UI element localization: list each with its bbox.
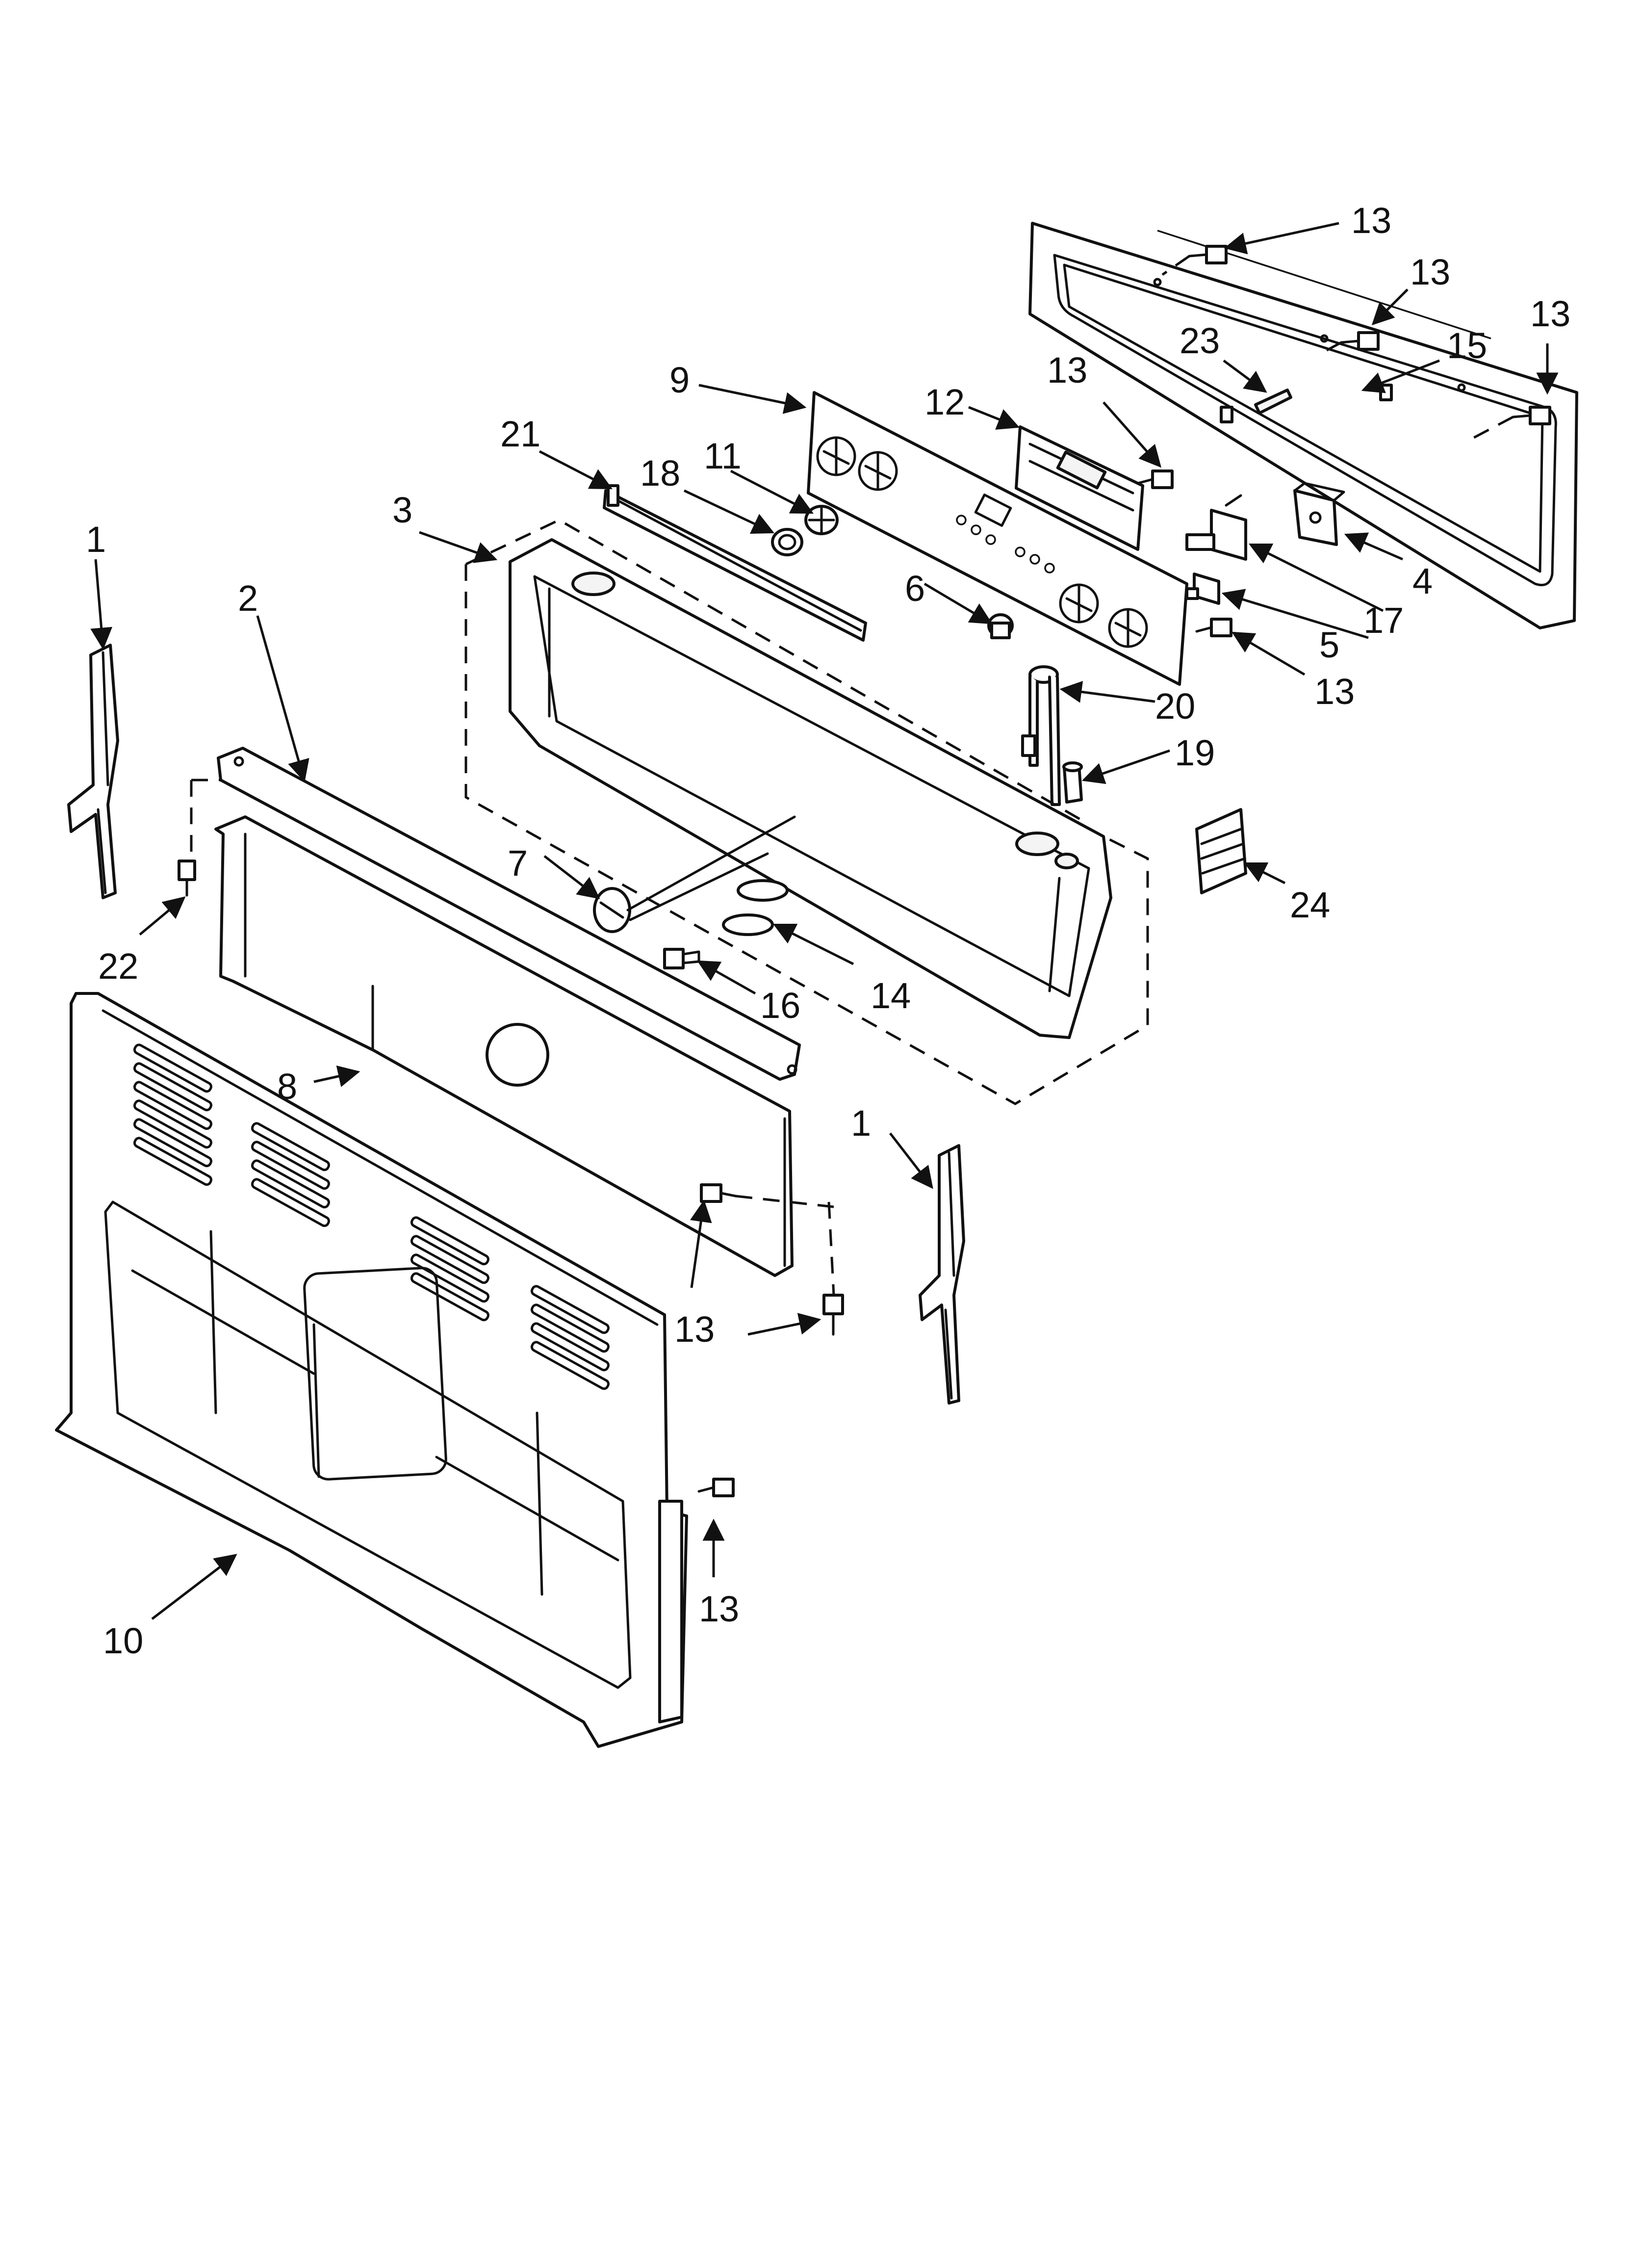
callout-2: 2	[238, 578, 258, 619]
callout-12: 12	[924, 382, 965, 422]
part-5-switch	[1185, 573, 1220, 605]
callout-1: 1	[86, 519, 106, 560]
callout-8: 8	[277, 1066, 297, 1107]
screw-13-top-3	[1512, 406, 1551, 425]
callout-21: 21	[500, 414, 540, 454]
callout-7: 7	[508, 843, 528, 884]
callout-14: 14	[871, 975, 911, 1016]
callout-1: 1	[851, 1103, 871, 1144]
callout-5: 5	[1319, 625, 1339, 665]
callout-13: 13	[1047, 350, 1087, 391]
callout-9: 9	[669, 360, 690, 400]
screw-13-right	[1195, 618, 1232, 637]
callout-20: 20	[1155, 686, 1195, 727]
callout-16: 16	[760, 985, 800, 1026]
callout-labels: 13 13 13 23 15 9 12 13 21 18 11 3 1 2 6 …	[86, 200, 1570, 1661]
callout-13: 13	[1314, 671, 1355, 712]
part-4-terminal-block	[1293, 482, 1345, 546]
callout-13: 13	[674, 1309, 715, 1350]
callout-15: 15	[1447, 325, 1487, 366]
callout-6: 6	[905, 568, 925, 609]
part-14-console-housing	[509, 538, 1112, 1039]
part-1-side-bracket-left	[67, 644, 119, 899]
part-16-screw	[663, 948, 700, 969]
callout-13: 13	[1410, 252, 1450, 292]
callout-17: 17	[1363, 600, 1404, 641]
callout-18: 18	[640, 453, 680, 494]
part-20-wire-assembly	[1021, 665, 1061, 806]
vent-group-2	[251, 1122, 330, 1227]
screw-13-bottom	[697, 1478, 735, 1497]
callout-4: 4	[1412, 561, 1433, 601]
callout-11: 11	[704, 436, 742, 476]
callout-13: 13	[1351, 200, 1391, 241]
part-23-strip	[1254, 389, 1292, 415]
callout-10: 10	[103, 1620, 143, 1661]
part-1-side-bracket-right	[919, 1144, 965, 1405]
alignment-lines	[190, 255, 1514, 1296]
part-17-switch	[1185, 494, 1247, 561]
callout-3: 3	[392, 490, 412, 530]
part-9-control-panel	[807, 391, 1188, 686]
part-24-clip	[1195, 808, 1247, 894]
callout-13: 13	[699, 1589, 739, 1629]
part-6-knob	[987, 613, 1014, 639]
screw-13-top-2	[1340, 331, 1380, 351]
part-19-connector	[1062, 761, 1083, 804]
vent-group-4	[530, 1285, 610, 1390]
screw-13-top-1	[1188, 245, 1228, 264]
part-18-knob-insert	[771, 528, 803, 556]
part-10-rear-panel	[55, 992, 688, 1748]
vent-group-1	[133, 1043, 212, 1186]
callout-19: 19	[1175, 732, 1215, 773]
part-12-control-board	[1015, 425, 1144, 551]
callout-13: 13	[1530, 293, 1570, 334]
part-7-knob	[593, 887, 631, 933]
part-21-bracket	[603, 484, 867, 642]
part-22-screw	[178, 860, 196, 897]
callout-23: 23	[1180, 320, 1220, 361]
guide-lines	[626, 815, 796, 921]
part-11-knob-ring	[804, 505, 839, 535]
screw-13-board	[1136, 469, 1174, 489]
screw-13-panel-1	[700, 1183, 737, 1203]
callout-22: 22	[98, 946, 138, 987]
vent-group-3	[410, 1216, 489, 1322]
callout-24: 24	[1290, 885, 1330, 925]
screw-13-panel-2	[822, 1294, 844, 1336]
part-2-manifold-panel	[214, 747, 801, 1277]
leader-lines	[90, 222, 1559, 1620]
